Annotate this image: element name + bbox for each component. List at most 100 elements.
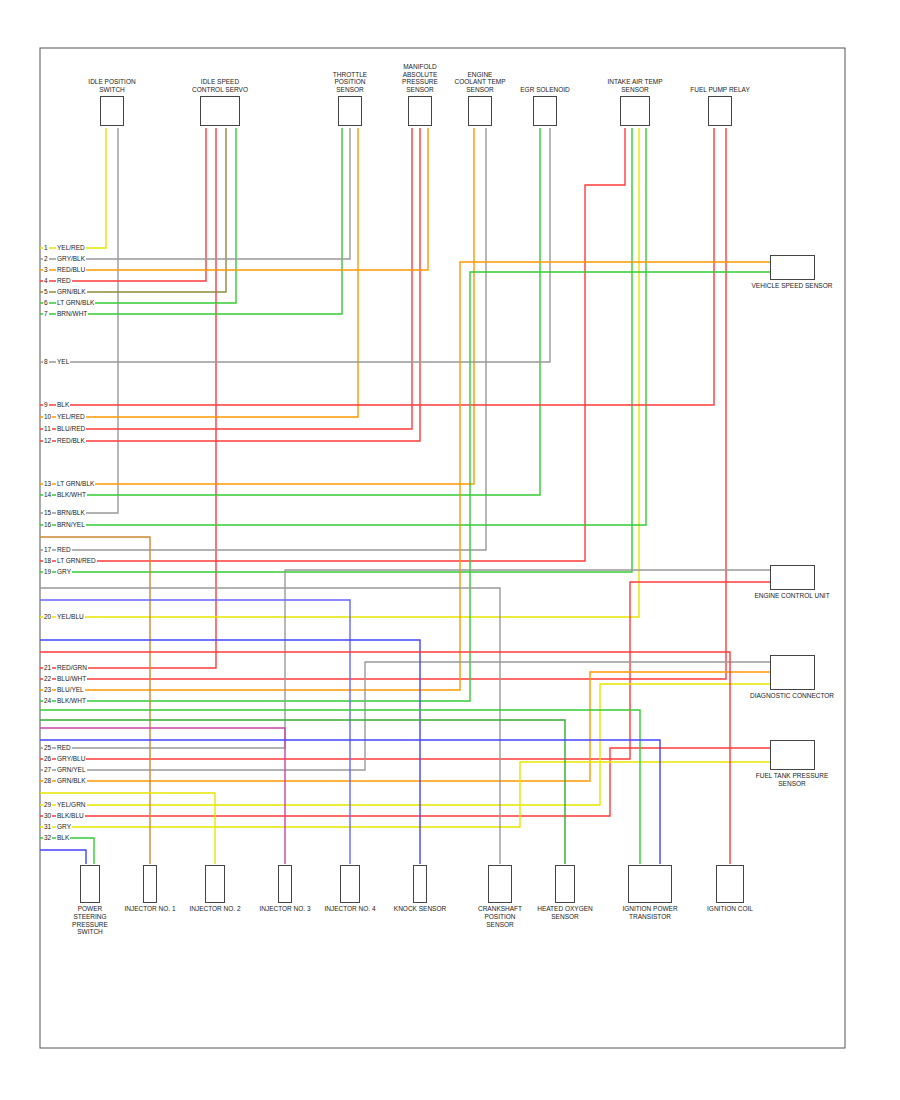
component-symbol: [205, 865, 225, 903]
wire-color: GRN/BLK: [56, 288, 87, 295]
wire: [40, 128, 420, 441]
component: MANIFOLD ABSOLUTE PRESSURE SENSOR: [391, 61, 449, 126]
component-symbol: [413, 865, 427, 903]
component-label: KNOCK SENSOR: [393, 903, 447, 915]
component-label: CRANKSHAFT POSITION SENSOR: [469, 903, 531, 930]
component: INJECTOR NO. 4: [321, 865, 379, 915]
pin-number: 30: [43, 812, 52, 819]
component: EGR SOLENOID: [515, 84, 575, 126]
component-symbol: [620, 96, 650, 126]
component: IGNITION COIL: [697, 865, 763, 915]
wire-color: YEL/RED: [56, 244, 86, 251]
component: THROTTLE POSITION SENSOR: [320, 69, 380, 126]
component: IGNITION POWER TRANSISTOR: [615, 865, 685, 923]
wire-color: GRY: [56, 568, 72, 575]
component: FUEL PUMP RELAY: [687, 84, 753, 126]
pin-number: 22: [43, 675, 52, 682]
component-label: INJECTOR NO. 1: [123, 903, 176, 915]
component: HEATED OXYGEN SENSOR: [534, 865, 596, 923]
component-label: FUEL TANK PRESSURE SENSOR: [747, 770, 837, 790]
wire: [40, 128, 646, 525]
component-label: FUEL PUMP RELAY: [689, 84, 750, 96]
pin-number: 4: [43, 277, 49, 284]
wire: [40, 128, 206, 281]
wire: [40, 128, 350, 259]
wire-color: GRY/BLK: [56, 255, 86, 262]
wire: [40, 720, 565, 864]
wire: [40, 128, 226, 292]
wire: [40, 710, 640, 864]
wire-color: LT GRN/BLK: [56, 299, 95, 306]
component-symbol: [143, 865, 157, 903]
wire-color: RED/GRN: [56, 664, 88, 671]
wire: [40, 128, 412, 429]
pin-number: 26: [43, 755, 52, 762]
component: KNOCK SENSOR: [391, 865, 449, 915]
pin-number: 24: [43, 697, 52, 704]
wire-color: BLU/YEL: [56, 686, 85, 693]
pin-number: 16: [43, 521, 52, 528]
pin-number: 28: [43, 777, 52, 784]
wire-color: GRN/BLK: [56, 777, 87, 784]
wire: [40, 128, 474, 484]
diagram-frame: [40, 48, 845, 1048]
wire-color: BLK/WHT: [56, 491, 87, 498]
component-symbol: [200, 96, 240, 126]
wire: [40, 128, 486, 550]
wire-color: BRN/BLK: [56, 509, 86, 516]
wire: [40, 128, 236, 303]
pin-number: 12: [43, 437, 52, 444]
component-symbol: [716, 865, 744, 903]
wire-color: YEL/GRN: [56, 801, 87, 808]
pin-number: 20: [43, 613, 52, 620]
pin-number: 9: [43, 401, 49, 408]
pin-number: 8: [43, 358, 49, 365]
component-label: HEATED OXYGEN SENSOR: [534, 903, 596, 923]
pin-number: 21: [43, 664, 52, 671]
wire-color: LT GRN/RED: [56, 557, 97, 564]
component-label: IDLE SPEED CONTROL SERVO: [189, 76, 251, 96]
component-label: POWER STEERING PRESSURE SWITCH: [61, 903, 119, 938]
component: IDLE SPEED CONTROL SERVO: [189, 76, 251, 126]
wire-color: YEL/BLU: [56, 613, 85, 620]
wire: [40, 128, 726, 679]
component-symbol: [770, 565, 815, 590]
wire-color: BRN/YEL: [56, 521, 86, 528]
wire-color: BLU/WHT: [56, 675, 87, 682]
wire: [40, 537, 150, 864]
pin-number: 13: [43, 480, 52, 487]
wire: [40, 640, 420, 864]
component-label: VEHICLE SPEED SENSOR: [751, 280, 834, 292]
component-label: ENGINE CONTROL UNIT: [753, 590, 830, 602]
pin-number: 32: [43, 834, 52, 841]
component-symbol: [100, 96, 124, 126]
component-label: THROTTLE POSITION SENSOR: [320, 69, 380, 96]
component-label: INJECTOR NO. 2: [188, 903, 241, 915]
component-symbol: [278, 865, 292, 903]
pin-number: 25: [43, 744, 52, 751]
component: POWER STEERING PRESSURE SWITCH: [61, 865, 119, 938]
component-symbol: [488, 865, 512, 903]
wire: [40, 128, 118, 513]
wire-color: RED: [56, 744, 72, 751]
wire-color: BLK/BLU: [56, 812, 85, 819]
wire: [40, 652, 730, 864]
wire: [40, 728, 285, 864]
component-symbol: [340, 865, 360, 903]
component: INJECTOR NO. 1: [121, 865, 179, 915]
wire-color: GRY/BLU: [56, 755, 86, 762]
component: DIAGNOSTIC CONNECTOR: [747, 655, 837, 702]
component-symbol: [555, 865, 575, 903]
component-symbol: [338, 96, 362, 126]
wire-color: GRY: [56, 823, 72, 830]
component: IDLE POSITION SWITCH: [82, 76, 142, 126]
wire: [40, 588, 500, 864]
wire-color: BLU/RED: [56, 425, 86, 432]
component-label: DIAGNOSTIC CONNECTOR: [749, 690, 835, 702]
pin-number: 6: [43, 299, 49, 306]
component-symbol: [408, 96, 432, 126]
component-label: IGNITION COIL: [706, 903, 754, 915]
wire-color: RED/BLK: [56, 437, 86, 444]
pin-number: 17: [43, 546, 52, 553]
